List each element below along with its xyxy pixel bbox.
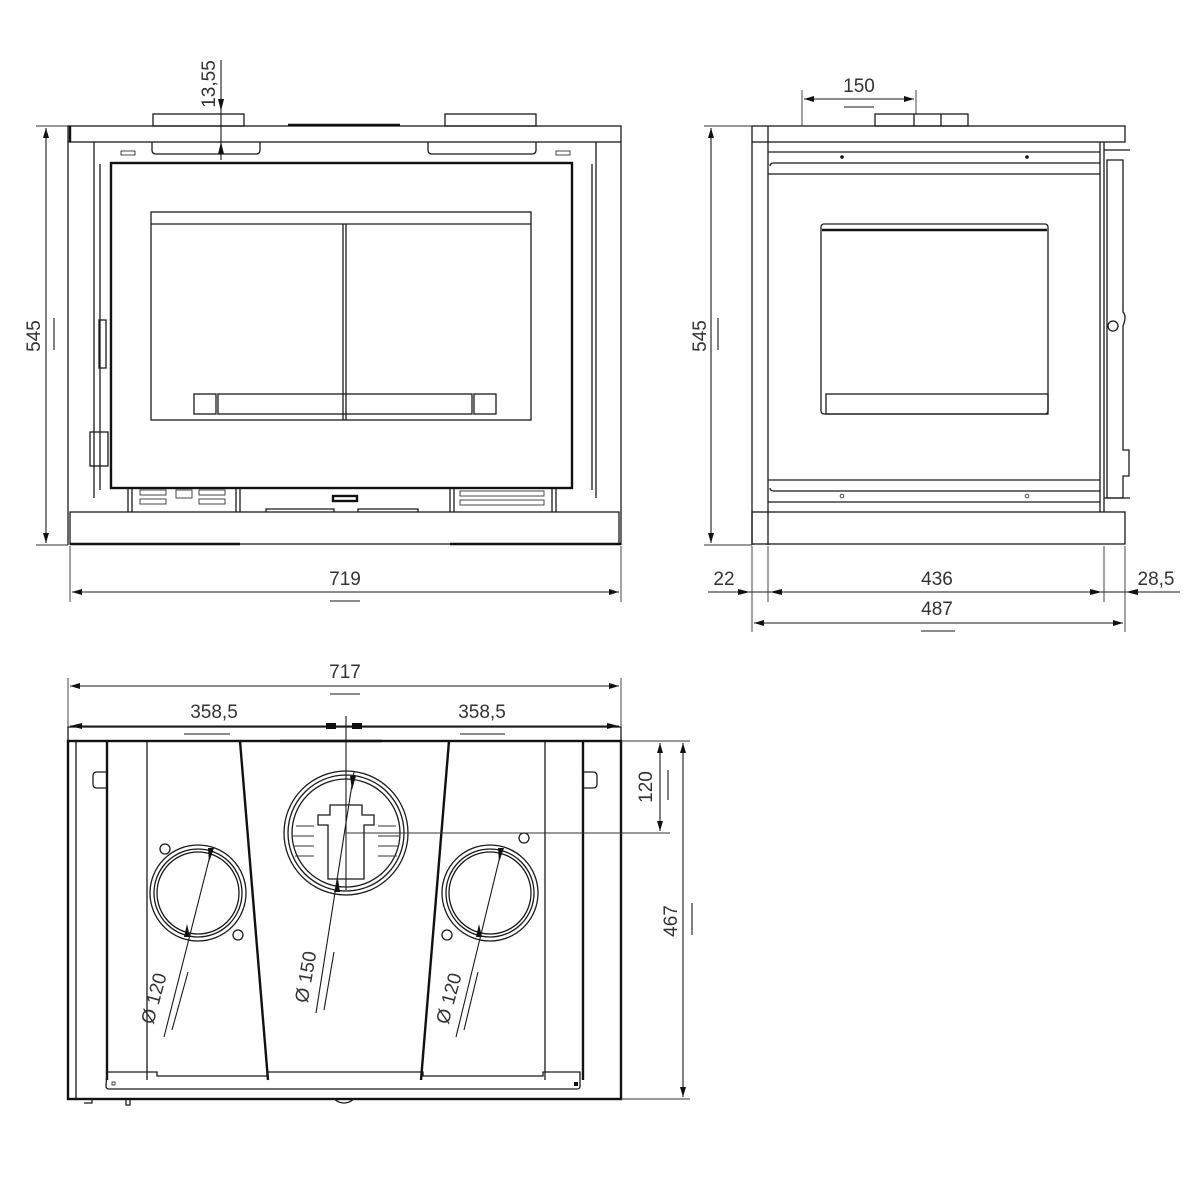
top-view [66, 726, 623, 1106]
front-view [67, 113, 622, 546]
side-body-depth-label: 436 [921, 569, 953, 590]
outlet-right-diameter-label: Ø 120 [433, 971, 467, 1026]
side-view [751, 113, 1130, 545]
bottom-grille [127, 488, 557, 512]
outlet-left-diameter: Ø 120 [138, 847, 214, 1038]
outlet-left [149, 843, 247, 942]
outlet-left-diameter-label: Ø 120 [138, 971, 172, 1026]
top-half-right-label: 358,5 [458, 702, 506, 723]
front-width-label: 719 [329, 569, 361, 590]
flue-offset-dimension: 150 [801, 76, 917, 126]
top-half-width-dimensions: 358,5 358,5 [70, 702, 619, 890]
top-offset-label: 13,55 [199, 60, 220, 108]
side-left-offset-label: 22 [713, 569, 734, 590]
side-height-dimension: 545 [690, 125, 752, 546]
top-total-width-label: 717 [329, 662, 361, 683]
side-right-offset-label: 28,5 [1138, 569, 1175, 590]
flue-offset-label: 150 [843, 76, 875, 97]
top-total-width-dimension: 717 [67, 662, 622, 727]
outlet-right [441, 832, 539, 942]
top-total-depth-label: 467 [661, 905, 682, 937]
side-depth-dimensions: 22 436 28,5 487 [708, 546, 1180, 632]
front-height-label: 545 [24, 320, 45, 352]
front-height-dimension: 545 [24, 125, 68, 546]
side-total-depth-label: 487 [921, 599, 953, 620]
front-width-dimension: 719 [69, 546, 622, 602]
flue-center-depth-label: 120 [636, 771, 657, 803]
side-height-label: 545 [690, 320, 711, 352]
top-half-left-label: 358,5 [190, 702, 238, 723]
top-offset-dimension: 13,55 [199, 60, 224, 160]
outlet-right-diameter: Ø 120 [433, 847, 504, 1038]
outlet-center-diameter-label: Ø 150 [292, 950, 322, 1005]
top-depth-dimensions: 120 467 [346, 740, 693, 1100]
